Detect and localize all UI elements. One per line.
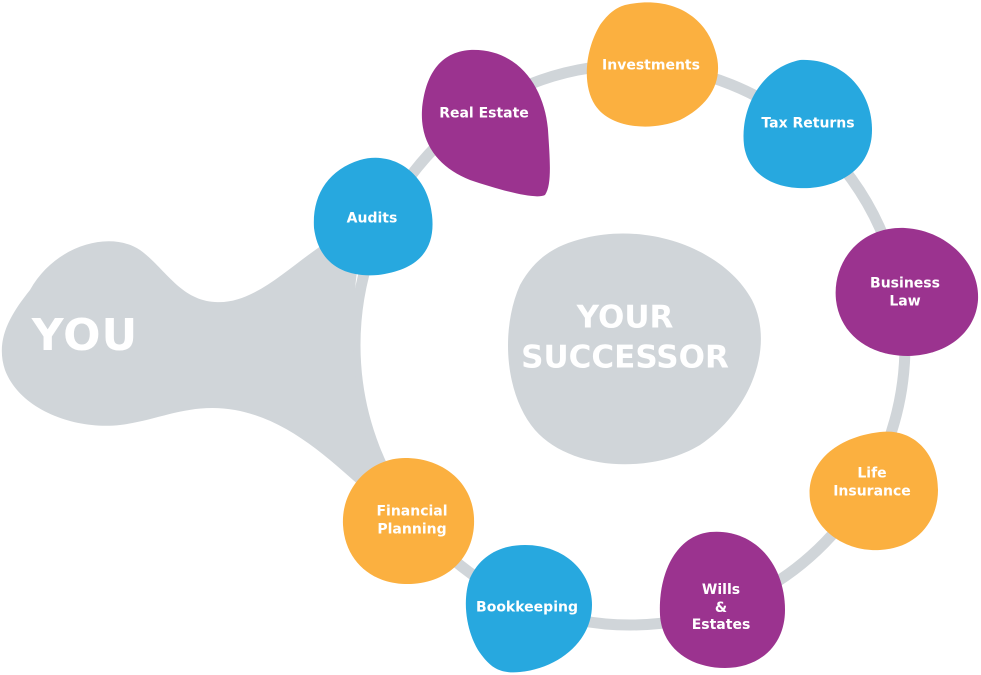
node-tax-returns-label[interactable]: Tax Returns <box>761 115 855 132</box>
node-investments-label[interactable]: Investments <box>602 57 700 74</box>
node-financial-planning-line2: Planning <box>377 521 447 537</box>
node-life-insurance-label[interactable]: Life Insurance <box>833 466 911 501</box>
successor-blob <box>508 233 761 465</box>
node-bookkeeping-blob[interactable] <box>465 545 592 673</box>
node-wills-estates-line3: Estates <box>691 616 751 633</box>
node-business-law-line2: Law <box>889 293 921 309</box>
node-audits-blob[interactable] <box>313 157 433 276</box>
node-business-law-blob[interactable] <box>835 227 979 356</box>
node-financial-planning-label[interactable]: Financial Planning <box>376 504 447 539</box>
node-life-insurance-blob[interactable] <box>809 431 938 551</box>
successor-label-line2: SUCCESSOR <box>521 340 729 376</box>
you-label: YOU <box>31 310 139 361</box>
node-business-law-line1: Business <box>870 275 940 292</box>
node-life-insurance-line2: Insurance <box>833 483 911 499</box>
node-life-insurance-line1: Life <box>857 465 887 482</box>
node-investments-blob[interactable] <box>586 2 719 127</box>
successor-label-line1: YOUR <box>576 299 674 336</box>
node-real-estate-blob[interactable] <box>421 49 550 197</box>
node-tax-returns-blob[interactable] <box>743 59 872 189</box>
you-blob <box>1 240 385 495</box>
node-wills-estates-label[interactable]: Wills & Estates <box>692 582 751 635</box>
successor-label: YOUR SUCCESSOR <box>521 298 729 379</box>
node-wills-estates-line1: Wills <box>701 581 741 598</box>
node-business-law-label[interactable]: Business Law <box>870 276 940 311</box>
node-real-estate-label[interactable]: Real Estate <box>439 105 529 122</box>
node-wills-estates-line2: & <box>714 599 728 616</box>
node-financial-planning-blob[interactable] <box>342 458 475 585</box>
node-audits-label[interactable]: Audits <box>346 210 398 227</box>
node-wills-estates-blob[interactable] <box>659 531 785 668</box>
node-financial-planning-line1: Financial <box>376 503 448 520</box>
node-bookkeeping-label[interactable]: Bookkeeping <box>476 599 578 616</box>
